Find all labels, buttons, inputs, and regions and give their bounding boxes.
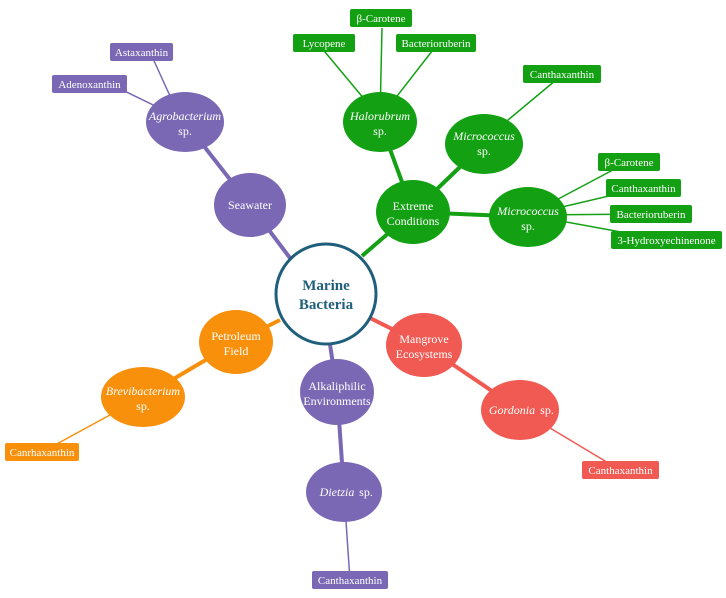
seawater-node: Seawater [214, 173, 286, 237]
brevibacterium-genus: Brevibacterium [106, 384, 181, 398]
pigment-label: Lycopene [303, 38, 346, 50]
center-title-line1: Marine [302, 278, 350, 294]
halorubrum-genus: Halorubrum [349, 109, 410, 123]
pigment-bacterioruberin-2: Bacterioruberin [610, 205, 692, 223]
pigment-canthaxanthin-2: Canthaxanthin [606, 179, 681, 197]
pigment-adenoxanthin: Adenoxanthin [52, 75, 127, 93]
halorubrum-node: Halorubrum sp. [343, 92, 417, 152]
pigment-label: β-Carotene [357, 13, 406, 25]
alkaliphilic-label-line2: Environments [303, 394, 371, 408]
alkaliphilic-label-line1: Alkaliphilic [308, 379, 365, 393]
pigment-label: 3-Hydroxyechinenone [617, 235, 715, 247]
center-title-line2: Bacteria [299, 297, 354, 313]
micrococcus-lower-genus: Micrococcus [496, 204, 559, 218]
pigment-bcarotene-1: β-Carotene [350, 9, 412, 27]
gordonia-node: Gordonia sp. [481, 380, 559, 440]
extreme-conditions-node: Extreme Conditions [376, 180, 450, 244]
micrococcus-upper-sp: sp. [477, 144, 491, 158]
seawater-label: Seawater [228, 198, 272, 212]
petroleum-label-line2: Field [224, 344, 249, 358]
agrobacterium-sp: sp. [178, 124, 192, 138]
agrobacterium-genus: Agrobacterium [148, 109, 222, 123]
alkaliphilic-node: Alkaliphilic Environments [300, 359, 374, 425]
brevibacterium-node: Brevibacterium sp. [101, 367, 185, 427]
extreme-label-line2: Conditions [387, 214, 440, 228]
pigment-label: β-Carotene [605, 157, 654, 169]
pigment-label: Canthaxanthin [318, 575, 383, 587]
brevibacterium-sp: sp. [136, 399, 150, 413]
pigment-astaxanthin: Astaxanthin [110, 43, 173, 61]
pigment-label: Bacterioruberin [401, 38, 471, 50]
pigment-label: Astaxanthin [115, 47, 169, 59]
mangrove-node: Mangrove Ecosystems [386, 313, 462, 377]
mangrove-label-line2: Ecosystems [396, 347, 453, 361]
pigment-canrhaxanthin: Canrhaxanthin [5, 443, 79, 461]
petroleum-label-line1: Petroleum [211, 329, 261, 343]
pigment-label: Canthaxanthin [530, 69, 595, 81]
center-circle [274, 242, 378, 346]
halorubrum-sp: sp. [373, 124, 387, 138]
pigment-canthaxanthin-4: Canthaxanthin [582, 461, 659, 479]
gordonia-sp: sp. [540, 403, 554, 417]
pigment-canthaxanthin-3: Canthaxanthin [312, 571, 388, 589]
dietzia-sp: sp. [359, 485, 373, 499]
dietzia-node: Dietzia sp. [306, 462, 382, 522]
micrococcus-upper-genus: Micrococcus [452, 129, 515, 143]
pigment-bcarotene-2: β-Carotene [598, 153, 660, 171]
micrococcus-lower-node: Micrococcus sp. [489, 187, 567, 247]
dietzia-genus: Dietzia [319, 485, 355, 499]
micrococcus-lower-sp: sp. [521, 219, 535, 233]
pigment-label: Canthaxanthin [611, 183, 676, 195]
micrococcus-upper-node: Micrococcus sp. [445, 114, 523, 174]
pigment-label: Canthaxanthin [588, 465, 653, 477]
pigment-bacterioruberin-1: Bacterioruberin [396, 34, 476, 52]
mangrove-label-line1: Mangrove [399, 332, 448, 346]
pigment-lycopene: Lycopene [293, 34, 355, 52]
pigment-label: Adenoxanthin [58, 79, 121, 91]
pigment-label: Canrhaxanthin [10, 447, 75, 459]
extreme-label-line1: Extreme [393, 199, 434, 213]
pigment-hydroxyechinenone: 3-Hydroxyechinenone [611, 231, 722, 249]
center-node: Marine Bacteria [274, 242, 378, 346]
agrobacterium-node: Agrobacterium sp. [146, 92, 224, 152]
pigment-label: Bacterioruberin [616, 209, 686, 221]
gordonia-genus: Gordonia [489, 403, 535, 417]
pigment-canthaxanthin-1: Canthaxanthin [523, 65, 601, 83]
petroleum-field-node: Petroleum Field [199, 310, 273, 374]
